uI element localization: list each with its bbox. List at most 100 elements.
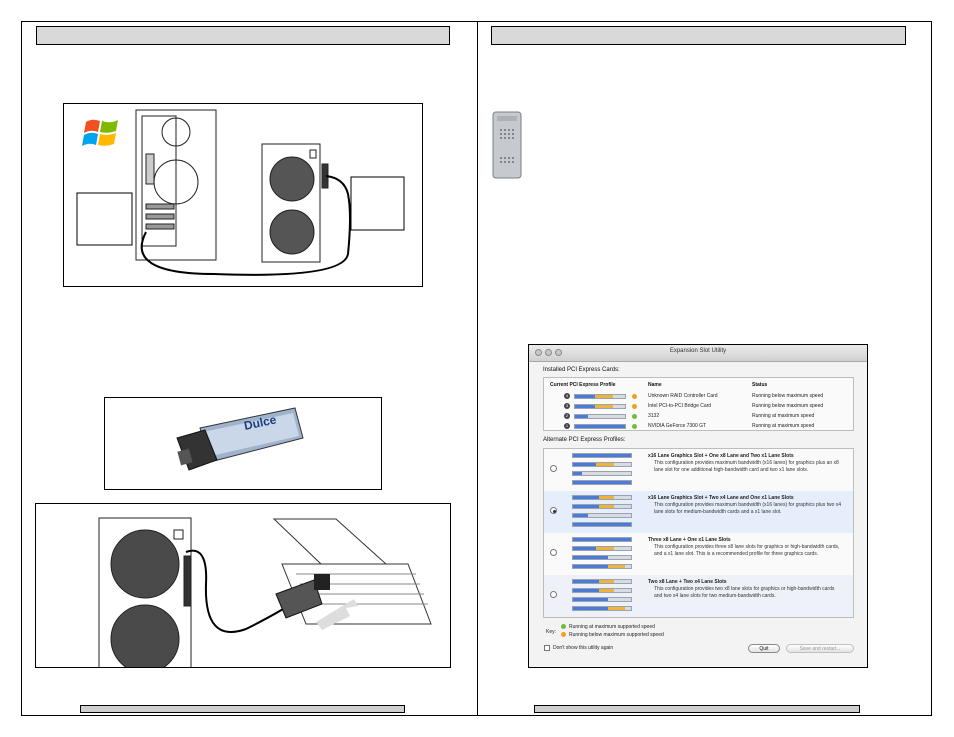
save-and-restart-button[interactable]: Save and restart... <box>786 644 854 653</box>
installed-cards-panel: Current PCI Express Profile Name Status … <box>543 377 854 431</box>
left-header-bar <box>36 26 450 45</box>
connection-cable <box>140 175 351 276</box>
adapter-plug-drawing <box>275 574 330 619</box>
windows-logo-icon <box>82 119 118 146</box>
card-row: 2 3132 Running at maximum speed <box>544 412 853 421</box>
lane-bar <box>572 504 632 509</box>
profile-title: x16 Lane Graphics Slot + Two x4 Lane and… <box>648 495 794 501</box>
window-titlebar: Expansion Slot Utility <box>529 345 867 362</box>
dont-show-label: Don't show this utility again <box>553 645 614 651</box>
name-column-header: Name <box>648 382 662 388</box>
status-indicator-orange <box>632 393 637 399</box>
card-status: Running below maximum speed <box>752 393 824 399</box>
key-green-text: Running at maximum supported speed <box>569 624 655 630</box>
profile-description: This configuration provides two x8 lane … <box>654 586 835 599</box>
slot-number-badge: 4 <box>564 393 570 399</box>
key-orange-icon <box>561 632 566 637</box>
pc-connection-drawing <box>76 109 405 276</box>
lane-bar <box>572 471 632 476</box>
profile-description: This configuration provides maximum band… <box>654 460 839 473</box>
column-divider <box>477 21 478 716</box>
pc-tower-drawing <box>135 109 217 261</box>
right-footer-bar <box>534 705 860 713</box>
slot-number-badge: 2 <box>564 413 570 419</box>
page-frame <box>21 21 932 716</box>
card-name: 3132 <box>648 413 660 419</box>
lane-bar <box>574 423 626 429</box>
lane-bar <box>572 495 632 500</box>
expansion-slot-utility-window: Expansion Slot Utility Installed PCI Exp… <box>528 344 868 668</box>
profile-option[interactable]: Three x8 Lane + One x1 Lane Slots This c… <box>544 533 853 575</box>
expresscard-drawing: Dulce <box>176 407 304 471</box>
minimize-window-icon[interactable] <box>545 349 552 356</box>
key-green-icon <box>561 624 566 629</box>
lane-bar <box>572 546 632 551</box>
card-row: 3 Intel PCI-to-PCI Bridge Card Running b… <box>544 402 853 411</box>
lane-bar <box>572 555 632 560</box>
pc-connection-figure <box>63 103 423 287</box>
lane-bar <box>572 462 632 467</box>
mac-pro-tower-image <box>491 110 523 180</box>
card-status: Running at maximum speed <box>752 423 815 429</box>
dulce-brand-text: Dulce <box>243 412 278 433</box>
card-status: Running below maximum speed <box>752 403 824 409</box>
card-name: Intel PCI-to-PCI Bridge Card <box>648 403 712 409</box>
alternate-profiles-panel: x16 Lane Graphics Slot + One x8 Lane and… <box>543 448 854 618</box>
zoom-window-icon[interactable] <box>555 349 562 356</box>
card-row: 1 NVIDIA GeForce 7300 GT Running at maxi… <box>544 422 853 431</box>
quit-button[interactable]: Quit <box>748 644 780 653</box>
expresscard-figure: Dulce <box>104 397 382 490</box>
enclosure-side-drawing <box>98 517 192 674</box>
installed-cards-heading: Installed PCI Express Cards: <box>543 367 620 373</box>
laptop-connection-figure <box>35 503 451 674</box>
status-indicator-orange <box>632 403 637 409</box>
lane-bar <box>572 579 632 584</box>
profile-radio-selected[interactable] <box>550 507 557 514</box>
left-footer-bar <box>80 705 405 713</box>
card-row: 4 Unknown RAID Controller Card Running b… <box>544 392 853 401</box>
lane-bar <box>574 403 626 409</box>
lane-bar <box>572 513 632 518</box>
card-name: NVIDIA GeForce 7300 GT <box>648 423 707 429</box>
alternate-profiles-heading: Alternate PCI Express Profiles: <box>543 437 626 443</box>
profile-description: This configuration provides maximum band… <box>654 502 842 515</box>
status-indicator-green <box>632 413 637 419</box>
profile-radio[interactable] <box>550 465 557 472</box>
profile-title: x16 Lane Graphics Slot + One x8 Lane and… <box>648 453 794 459</box>
lane-bar <box>572 588 632 593</box>
profile-radio[interactable] <box>550 591 557 598</box>
slot-number-badge: 3 <box>564 403 570 409</box>
lane-bar <box>572 564 632 569</box>
slot-number-badge: 1 <box>564 423 570 429</box>
lane-bar <box>572 597 632 602</box>
insert-arrow-icon <box>316 599 358 630</box>
profile-option[interactable]: Two x8 Lane + Two x4 Lane Slots This con… <box>544 575 853 617</box>
profile-option[interactable]: x16 Lane Graphics Slot + One x8 Lane and… <box>544 449 853 491</box>
lane-bar <box>572 480 632 485</box>
key-orange-text: Running below maximum supported speed <box>569 632 664 638</box>
lane-bar <box>572 453 632 458</box>
profile-title: Two x8 Lane + Two x4 Lane Slots <box>648 579 727 585</box>
lane-bar <box>572 522 632 527</box>
laptop-cable <box>185 549 292 633</box>
profile-column-header: Current PCI Express Profile <box>550 382 616 388</box>
left-callout-box <box>76 192 133 246</box>
close-window-icon[interactable] <box>535 349 542 356</box>
status-column-header: Status <box>752 382 768 388</box>
profile-description: This configuration provides three x8 lan… <box>654 544 840 557</box>
right-callout-box <box>350 176 405 231</box>
profile-radio[interactable] <box>550 549 557 556</box>
profile-title: Three x8 Lane + One x1 Lane Slots <box>648 537 731 543</box>
card-status: Running at maximum speed <box>752 413 815 419</box>
profile-option-selected[interactable]: x16 Lane Graphics Slot + Two x4 Lane and… <box>544 491 853 533</box>
window-title: Expansion Slot Utility <box>669 348 727 354</box>
enclosure-drawing <box>261 143 329 263</box>
lane-bar <box>574 393 626 399</box>
right-header-bar <box>491 26 906 45</box>
lane-bar <box>572 537 632 542</box>
laptop-connection-drawing <box>98 517 432 674</box>
lane-bar <box>574 413 626 419</box>
key-label: Key: <box>546 629 557 635</box>
dont-show-checkbox[interactable] <box>544 645 550 651</box>
card-name: Unknown RAID Controller Card <box>648 393 718 399</box>
